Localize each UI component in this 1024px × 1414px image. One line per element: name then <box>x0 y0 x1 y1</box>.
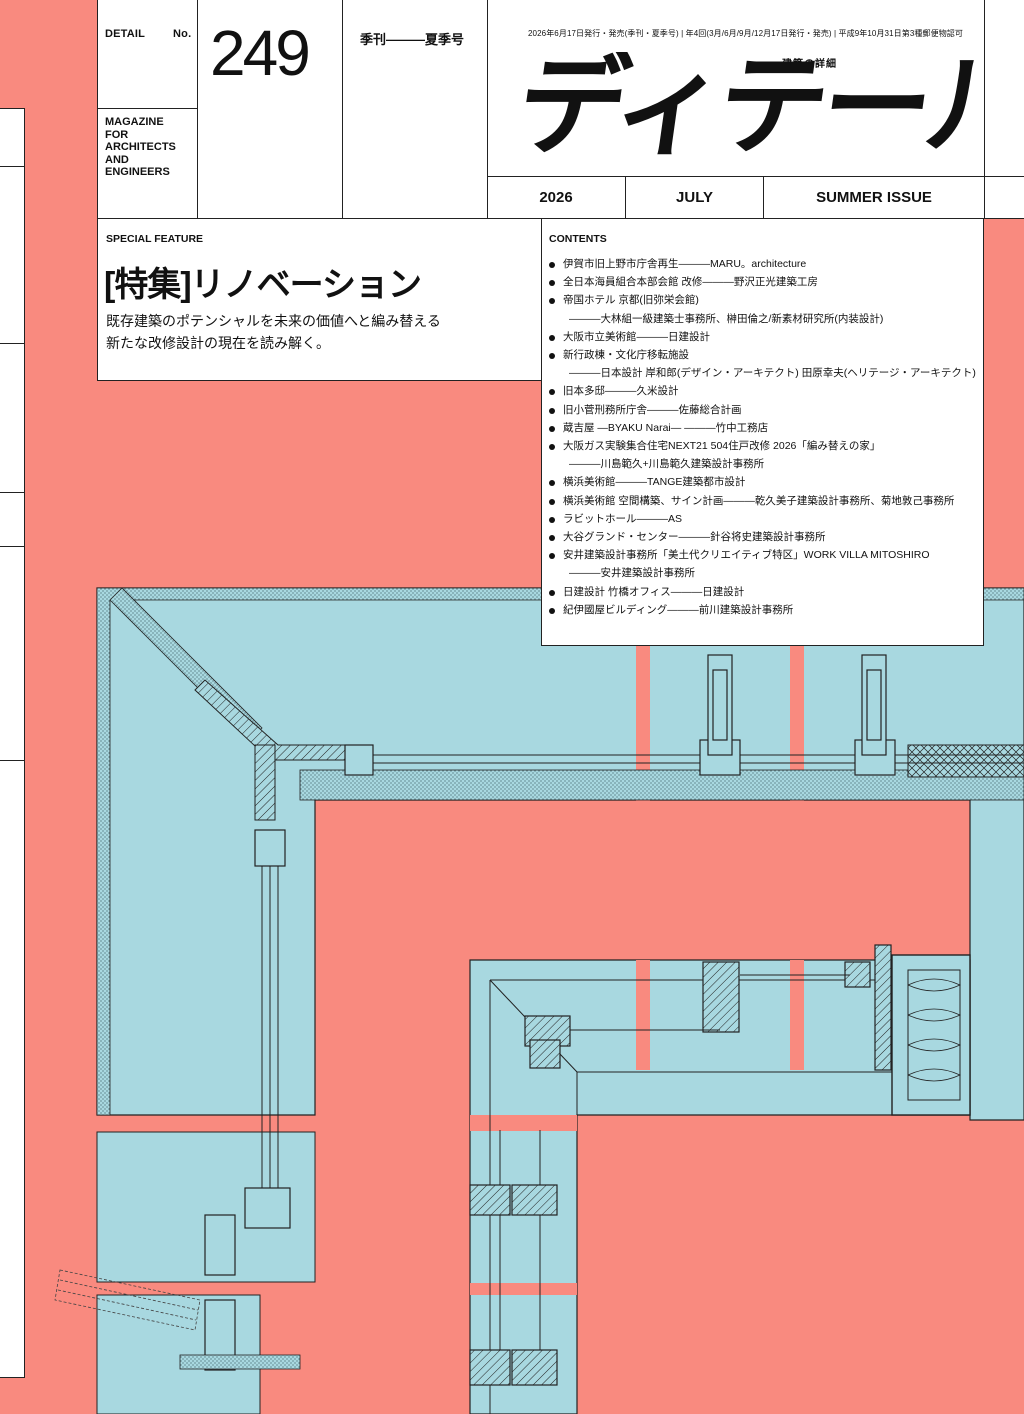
left-edge-tick <box>0 343 24 344</box>
contents-panel: CONTENTS 伊賀市旧上野市庁舎再生―――MARU。architecture… <box>541 219 984 646</box>
contents-item-title: 蔵吉屋 ―BYAKU Narai― ―――竹中工務店 <box>563 421 769 434</box>
bullet-icon <box>549 498 555 505</box>
contents-item: 旧本多邸―――久米設計 <box>548 382 978 400</box>
left-edge-tick <box>0 166 24 167</box>
issue-month: JULY <box>676 189 713 206</box>
contents-item: 日建設計 竹橋オフィス―――日建設計 <box>548 583 978 601</box>
contents-item: 横浜美術館 空間構築、サイン計画―――乾久美子建築設計事務所、菊地敦己事務所 <box>548 492 978 510</box>
bullet-icon <box>549 480 555 487</box>
bullet-icon <box>549 389 555 396</box>
contents-item: ラビットホール―――AS <box>548 510 978 528</box>
contents-list: 伊賀市旧上野市庁舎再生―――MARU。architecture 全日本海員組合本部… <box>548 255 978 619</box>
contents-item-credit: ―――大林組一級建築士事務所、榊田倫之/新素材研究所(内装設計) <box>569 312 884 325</box>
contents-item-title: 大阪ガス実験集合住宅NEXT21 504住戸改修 2026「編み替えの家」 <box>563 440 881 453</box>
contents-item-title: 日建設計 竹橋オフィス―――日建設計 <box>563 585 745 598</box>
contents-item-title: 横浜美術館―――TANGE建築都市設計 <box>563 476 746 489</box>
detail-label: DETAIL <box>105 28 146 40</box>
bullet-icon <box>549 280 555 287</box>
feature-title: [特集]リノベーション <box>104 266 422 304</box>
contents-label: CONTENTS <box>549 233 607 245</box>
contents-item-title: 帝国ホテル 京都(旧弥栄会館) <box>563 294 699 307</box>
contents-item: 旧小菅刑務所庁舎―――佐藤総合計画 <box>548 401 978 419</box>
contents-item-credit: ―――川島範久+川島範久建築設計事務所 <box>569 458 765 471</box>
contents-item-title: 大阪市立美術館―――日建設計 <box>563 330 710 343</box>
feature-panel: SPECIAL FEATURE [特集]リノベーション 既存建築のポテンシャルを… <box>97 219 541 381</box>
left-edge-tick <box>0 108 24 109</box>
contents-item: 大阪ガス実験集合住宅NEXT21 504住戸改修 2026「編み替えの家」 ―――… <box>548 437 978 473</box>
left-edge-tick <box>0 1377 24 1378</box>
bullet-icon <box>549 407 555 414</box>
left-edge-tick <box>0 760 24 761</box>
contents-item-title: 横浜美術館 空間構築、サイン計画―――乾久美子建築設計事務所、菊地敦己事務所 <box>563 494 955 507</box>
contents-item: 帝国ホテル 京都(旧弥栄会館) ―――大林組一級建築士事務所、榊田倫之/新素材研究… <box>548 291 978 327</box>
contents-item: 大谷グランド・センター―――針谷将史建築設計事務所 <box>548 528 978 546</box>
contents-item-credit: ―――安井建築設計事務所 <box>569 567 695 580</box>
bullet-icon <box>549 553 555 560</box>
contents-item-title: 伊賀市旧上野市庁舎再生―――MARU。architecture <box>563 258 807 270</box>
contents-item-title: 旧小菅刑務所庁舎―――佐藤総合計画 <box>563 403 742 416</box>
left-edge-tick <box>0 546 24 547</box>
bullet-icon <box>549 444 555 451</box>
contents-item-title: 紀伊國屋ビルディング―――前川建築設計事務所 <box>563 603 794 616</box>
contents-item: 横浜美術館―――TANGE建築都市設計 <box>548 473 978 491</box>
magazine-for-text: MAGAZINE FOR ARCHITECTS AND ENGINEERS <box>105 116 176 178</box>
bullet-icon <box>549 298 555 305</box>
bullet-icon <box>549 353 555 360</box>
issue-season: SUMMER ISSUE <box>816 189 932 206</box>
bullet-icon <box>549 425 555 432</box>
contents-item: 新行政棟・文化庁移転施設 ―――日本設計 岸和郎(デザイン・アーキテクト) 田原幸… <box>548 346 978 382</box>
bullet-icon <box>549 334 555 341</box>
masthead <box>97 0 1024 219</box>
special-feature-label: SPECIAL FEATURE <box>106 233 204 245</box>
publication-info: 2026年6月17日発行・発売(季刊・夏季号) | 年4回(3月/6月/9月/1… <box>528 29 963 38</box>
bullet-icon <box>549 262 555 268</box>
season-label: 季刊―――夏季号 <box>360 32 465 47</box>
left-edge-tick <box>0 492 24 493</box>
bullet-icon <box>549 535 555 542</box>
contents-item-credit: ―――日本設計 岸和郎(デザイン・アーキテクト) 田原幸夫(ヘリテージ・アーキテ… <box>569 367 976 380</box>
bullet-icon <box>549 589 555 596</box>
logo-subtitle: 建築の詳細 <box>782 59 837 70</box>
contents-item-title: ラビットホール―――AS <box>563 512 683 525</box>
contents-item-title: 全日本海員組合本部会館 改修―――野沢正光建築工房 <box>563 276 818 289</box>
contents-item: 蔵吉屋 ―BYAKU Narai― ―――竹中工務店 <box>548 419 978 437</box>
contents-item: 安井建築設計事務所「美土代クリエイティブ特区」WORK VILLA MITOSH… <box>548 546 978 582</box>
number-label: No. <box>173 28 192 40</box>
bullet-icon <box>549 607 555 614</box>
contents-item: 大阪市立美術館―――日建設計 <box>548 328 978 346</box>
contents-item: 全日本海員組合本部会館 改修―――野沢正光建築工房 <box>548 273 978 291</box>
issue-year: 2026 <box>539 189 573 206</box>
bullet-icon <box>549 516 555 523</box>
magazine-logo: ディテール <box>510 52 986 162</box>
feature-lead: 既存建築のポテンシャルを未来の価値へと編み替える 新たな改修設計の現在を読み解く… <box>106 313 441 351</box>
contents-item-title: 旧本多邸―――久米設計 <box>563 385 679 398</box>
contents-item: 紀伊國屋ビルディング―――前川建築設計事務所 <box>548 601 978 619</box>
left-edge-strip <box>0 108 25 1378</box>
contents-item: 伊賀市旧上野市庁舎再生―――MARU。architecture <box>548 255 978 273</box>
contents-item-title: 大谷グランド・センター―――針谷将史建築設計事務所 <box>563 531 826 544</box>
issue-number: 249 <box>210 17 311 89</box>
contents-item-title: 新行政棟・文化庁移転施設 <box>563 349 689 362</box>
contents-item-title: 安井建築設計事務所「美土代クリエイティブ特区」WORK VILLA MITOSH… <box>563 549 930 562</box>
